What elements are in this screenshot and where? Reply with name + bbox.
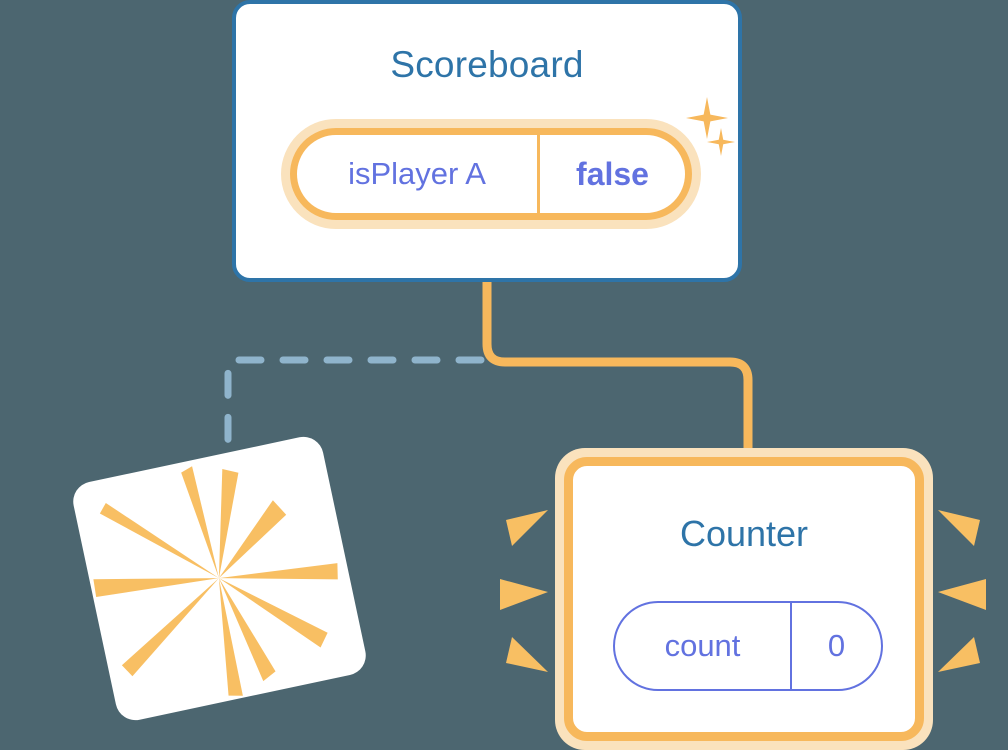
counter-title: Counter [679, 513, 809, 554]
scoreboard-title: Scoreboard [390, 44, 584, 85]
pill-divider [537, 135, 540, 213]
counter-burst-right-icon [938, 510, 986, 672]
scoreboard-card[interactable]: Scoreboard isPlayer A false [232, 0, 742, 282]
scoreboard-state-pill-inner: isPlayer A false [290, 128, 692, 220]
burst-icon [93, 466, 338, 696]
scoreboard-state-key: isPlayer A [348, 156, 486, 191]
counter-burst-left-icon [500, 510, 548, 672]
pill-divider [790, 603, 792, 689]
scoreboard-state-value: false [576, 155, 649, 192]
scoreboard-state-pill[interactable]: isPlayer A false [281, 119, 701, 229]
counter-state-pill[interactable]: count 0 [613, 601, 883, 691]
counter-card-inner: Counter count 0 [564, 457, 924, 741]
counter-card[interactable]: Counter count 0 [555, 448, 933, 750]
rotated-blank-card[interactable] [69, 433, 370, 724]
counter-state-key: count [664, 628, 741, 663]
counter-state-value: 0 [827, 628, 846, 663]
